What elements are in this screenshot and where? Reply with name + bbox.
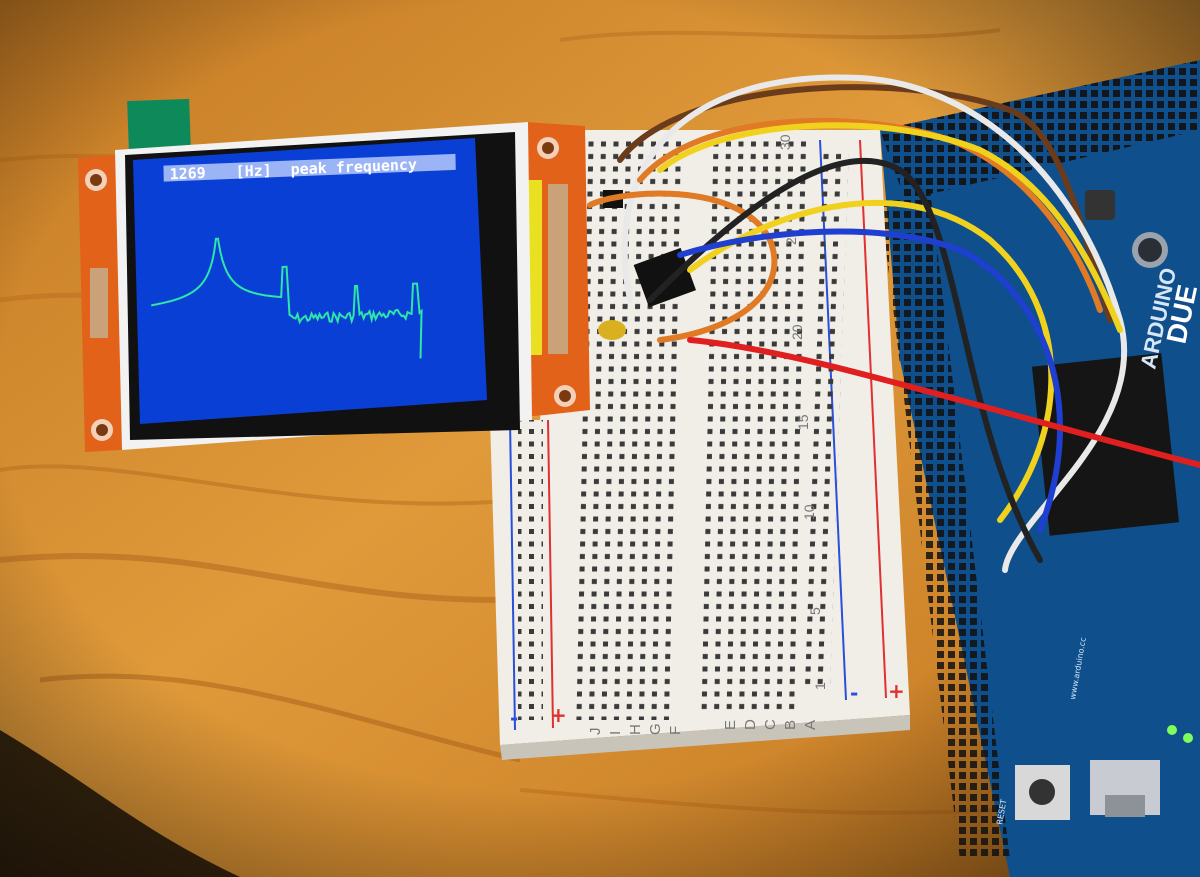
rail-minus-right: - — [850, 681, 858, 705]
jumper-wires — [587, 74, 1200, 573]
column-number-10: 10 — [801, 504, 817, 520]
peak-frequency-caption: peak frequency — [290, 155, 417, 178]
lcd-screen: 1269 [Hz] peak frequency — [133, 138, 487, 424]
row-letter-j: J — [587, 728, 604, 736]
breadboard: 30 25 20 15 10 5 1 J I H G F E D C B A -… — [490, 130, 910, 760]
spectrum-trace — [151, 237, 423, 359]
row-letter-f: F — [667, 726, 684, 735]
lcd-header-bar — [163, 153, 456, 182]
row-letter-d: D — [742, 719, 759, 730]
row-letter-c: C — [762, 719, 779, 730]
row-letter-b: B — [782, 720, 799, 730]
column-number-30: 30 — [777, 134, 793, 150]
column-number-20: 20 — [789, 324, 805, 340]
rail-minus-left: - — [510, 706, 518, 730]
rail-plus-right: + — [888, 679, 905, 703]
column-number-5: 5 — [807, 607, 823, 615]
column-number-1: 1 — [812, 682, 828, 690]
peak-frequency-value: 1269 — [169, 164, 205, 183]
rail-plus-left: + — [550, 703, 567, 727]
frequency-unit: [Hz] — [235, 161, 271, 180]
row-letter-a: A — [802, 720, 819, 730]
row-letter-g: G — [647, 723, 664, 735]
row-letter-e: E — [722, 720, 739, 730]
row-letter-h: H — [627, 724, 644, 735]
green-tape — [127, 98, 191, 152]
row-letter-i: I — [607, 731, 624, 735]
column-number-15: 15 — [795, 414, 811, 430]
board-reset-label: RESET — [995, 798, 1008, 825]
arduino-due-board: ARDUINO DUE RESET www.arduino.cc — [880, 60, 1200, 877]
